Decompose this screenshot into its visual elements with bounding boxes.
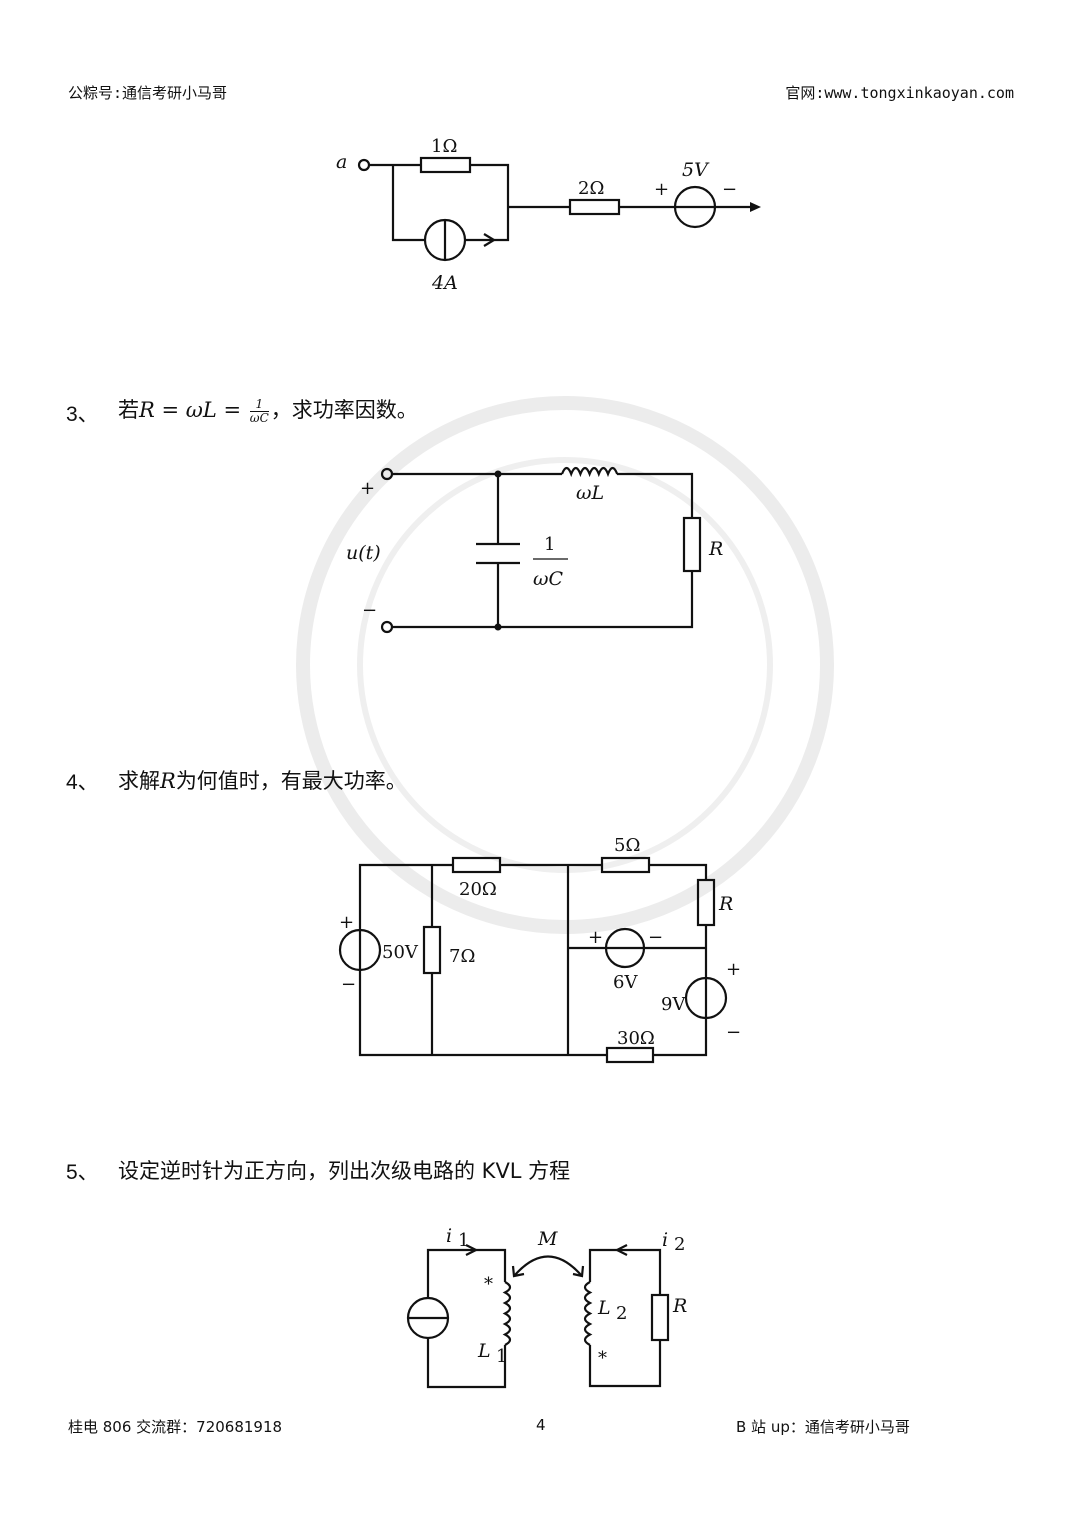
plus-label: +	[588, 927, 603, 948]
header-right: 官网:www.tongxinkaoyan.com	[785, 84, 1014, 102]
i1-arrow-icon	[465, 1244, 479, 1256]
question-3-number: 3、	[66, 403, 99, 426]
L2-sub: 2	[616, 1303, 627, 1324]
resistor-R	[682, 516, 702, 573]
r30-label: 30Ω	[617, 1028, 655, 1049]
i2-arrow-icon	[614, 1244, 628, 1256]
header-left: 公粽号:通信考研小马哥	[68, 84, 228, 102]
minus-label: −	[726, 1022, 741, 1043]
r20-label: 20Ω	[459, 879, 497, 900]
r2-label: 2Ω	[578, 178, 604, 199]
wires	[369, 163, 752, 242]
v50-label: 50V	[382, 942, 419, 963]
v6-label: 6V	[613, 972, 638, 993]
dot-marker: *	[484, 1274, 493, 1295]
q4-post: 为何值时，有最大功率。	[175, 769, 407, 793]
footer-left: 桂电 806 交流群：720681918	[68, 1418, 283, 1436]
resistor-30ohm	[605, 1046, 655, 1064]
output-arrow-icon	[750, 202, 761, 212]
wires	[392, 472, 694, 629]
node-dot	[494, 623, 502, 631]
minus-label: −	[362, 600, 377, 621]
wires	[358, 863, 708, 1057]
source-label: u(t)	[346, 542, 381, 564]
R-label: R	[718, 893, 733, 915]
inductor-L1	[502, 1281, 512, 1346]
watermark-seal-inner	[357, 457, 773, 873]
L1-sub: 1	[496, 1346, 507, 1367]
i2-sub: 2	[674, 1234, 685, 1255]
M-label: M	[537, 1228, 558, 1250]
mutual-inductance-arc	[514, 1255, 582, 1276]
node-dot	[494, 470, 502, 478]
i1-sub: 1	[458, 1230, 469, 1251]
q3-frac-den: ωC	[249, 410, 269, 425]
inductor-label: ωL	[576, 482, 604, 504]
plus-label: +	[360, 478, 375, 499]
question-5-number: 5、	[66, 1161, 99, 1184]
L1-label: L	[477, 1340, 491, 1362]
plus-label: +	[726, 959, 741, 980]
isrc-label: 4A	[431, 272, 458, 294]
question-4-text: 求解R为何值时，有最大功率。	[118, 765, 407, 795]
page-number: 4	[536, 1416, 546, 1434]
cap-num-label: 1	[544, 534, 555, 555]
inductor-L2	[583, 1281, 593, 1346]
r5-label: 5Ω	[614, 835, 640, 856]
plus-label: +	[654, 179, 669, 200]
resistor-7ohm	[422, 925, 442, 975]
q3-post: ，求功率因数。	[270, 398, 418, 422]
resistor-label: R	[708, 538, 723, 560]
r1-label: 1Ω	[431, 136, 457, 157]
i2-label: i	[662, 1229, 668, 1251]
q4-var: R	[160, 769, 176, 793]
v9-label: 9V	[661, 994, 686, 1015]
mutual-arrow-icon	[511, 1265, 585, 1278]
resistor-R	[696, 878, 716, 927]
resistor-1ohm	[419, 156, 472, 174]
minus-label: −	[722, 179, 737, 200]
i1-label: i	[446, 1225, 452, 1247]
q4-pre: 求解	[118, 769, 160, 793]
resistor-5ohm	[600, 856, 651, 874]
watermark-seal-outer	[296, 396, 834, 934]
inductor	[560, 466, 619, 478]
q3-frac-num: 1	[249, 397, 269, 412]
cap-den-label: ωC	[533, 568, 563, 590]
terminal-label: a	[336, 151, 347, 173]
L2-label: L	[597, 1297, 611, 1319]
r7-label: 7Ω	[449, 946, 475, 967]
plus-label: +	[339, 912, 354, 933]
q3-formula: R = ωL =	[139, 398, 248, 422]
dot-marker: *	[598, 1348, 607, 1369]
resistor-20ohm	[451, 856, 502, 874]
capacitor	[476, 542, 520, 565]
resistor-2ohm	[568, 198, 621, 216]
R-label: R	[672, 1295, 687, 1317]
q3-pre: 若	[118, 398, 139, 422]
minus-label: −	[341, 974, 356, 995]
footer-right: B 站 up：通信考研小马哥	[736, 1418, 910, 1436]
question-4-number: 4、	[66, 771, 99, 794]
current-arrow-icon	[483, 233, 497, 247]
secondary-wires	[588, 1248, 662, 1388]
question-5-text: 设定逆时针为正方向，列出次级电路的 KVL 方程	[118, 1159, 571, 1183]
resistor-R	[650, 1293, 670, 1342]
minus-label: −	[648, 927, 663, 948]
vsrc-label: 5V	[682, 159, 710, 181]
primary-wires	[426, 1248, 507, 1389]
